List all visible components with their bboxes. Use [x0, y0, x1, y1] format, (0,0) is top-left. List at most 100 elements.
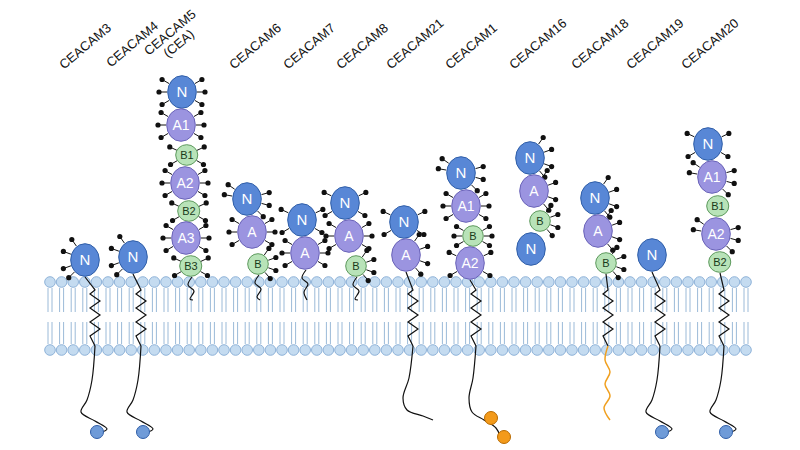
domain-ellipse	[584, 215, 613, 248]
glycan-dot	[685, 154, 690, 159]
lipid-tail	[516, 322, 517, 344]
lipid-tail	[48, 288, 49, 312]
lipid-tail	[516, 288, 517, 312]
glycan-dot	[732, 181, 737, 186]
protein-name: CEACAM16	[507, 16, 570, 72]
lipid-head	[277, 277, 288, 288]
glycan-dot	[549, 164, 554, 169]
lipid-tail	[342, 322, 343, 344]
protein-strand	[127, 346, 153, 433]
domain-ellipse	[172, 222, 201, 255]
lipid-tail	[63, 288, 64, 312]
lipid-head	[335, 345, 346, 356]
lipid-head	[149, 277, 160, 288]
lipid-tail	[365, 322, 366, 344]
glycan-dot	[279, 207, 284, 212]
lipid-tail	[168, 322, 169, 344]
glycan-dot	[487, 224, 492, 229]
glycan-dot	[326, 221, 331, 226]
protein-name: CEACAM1	[443, 21, 500, 72]
lipid-tail	[539, 288, 540, 312]
glycan-dot	[475, 188, 480, 193]
lipid-head	[230, 345, 241, 356]
lipid-head	[509, 345, 520, 356]
lipid-tail	[639, 288, 640, 312]
lipid-tail	[82, 322, 83, 344]
lipid-tail	[156, 322, 157, 344]
lipid-tail	[256, 322, 257, 344]
lipid-head	[706, 345, 717, 356]
glycan-dot	[155, 122, 160, 127]
glycan-dot	[109, 246, 114, 251]
lipid-tail	[632, 322, 633, 344]
glycan-dot	[486, 203, 491, 208]
domain-label: N	[446, 156, 476, 190]
lipid-tail	[121, 322, 122, 344]
lipid-tail	[233, 322, 234, 344]
lipid-head	[68, 345, 79, 356]
lipid-tail	[620, 322, 621, 344]
lipid-head	[253, 345, 264, 356]
a-domain: A	[391, 238, 421, 272]
lipid-tail	[272, 322, 273, 344]
glycan-dot	[443, 191, 448, 196]
glycan-dot	[203, 248, 208, 253]
lipid-tail	[574, 288, 575, 312]
lipid-tail	[226, 288, 227, 312]
lipid-tail	[709, 288, 710, 312]
lipid-head	[370, 277, 381, 288]
domain-label: A	[237, 215, 267, 249]
glycan-dot	[202, 89, 207, 94]
lipid-head	[590, 345, 601, 356]
lipid-tail	[597, 322, 598, 344]
glycan-dot	[555, 212, 560, 217]
glycan-dot	[322, 238, 327, 243]
lipid-head	[370, 345, 381, 356]
n-domain: N	[389, 205, 419, 239]
domain-label: A	[391, 238, 421, 272]
domain-ellipse	[238, 216, 267, 249]
domain-ellipse	[702, 218, 731, 251]
lipid-head	[486, 345, 497, 356]
glycan-dot	[203, 218, 208, 223]
lipid-head	[265, 345, 276, 356]
lipid-tail	[342, 288, 343, 312]
glycan-dot	[168, 162, 173, 167]
glycan-dot	[282, 238, 287, 243]
glycan-dot	[201, 122, 206, 127]
glycan-dot	[489, 233, 494, 238]
lipid-tail	[686, 288, 687, 312]
glycan-dot	[617, 237, 622, 242]
n-domain: N	[118, 240, 148, 274]
lipid-head	[161, 345, 172, 356]
glycan-dot	[617, 220, 622, 225]
lipid-tail	[655, 322, 656, 344]
lipid-tail	[570, 322, 571, 344]
lipid-head	[428, 277, 439, 288]
glycan-dot	[158, 135, 163, 140]
lipid-tail	[481, 288, 482, 312]
lipid-tail	[419, 322, 420, 344]
glycan-dot	[268, 276, 273, 281]
lipid-tail	[732, 322, 733, 344]
lipid-tail	[469, 288, 470, 312]
glycan-dot	[326, 246, 331, 251]
protein-strands	[81, 270, 736, 444]
lipid-head	[312, 345, 323, 356]
lipid-head	[428, 345, 439, 356]
glycan-dot	[691, 160, 696, 165]
lipid-tail	[249, 288, 250, 312]
lipid-head	[520, 345, 531, 356]
lipid-tail	[291, 322, 292, 344]
glycan-dot	[203, 223, 208, 228]
lipid-tail	[268, 322, 269, 344]
lipid-tail	[550, 288, 551, 312]
glycan-dot	[202, 144, 207, 149]
lipid-tail	[59, 322, 60, 344]
lipid-head	[149, 345, 160, 356]
glycan-dot	[205, 273, 210, 278]
lipid-tail	[666, 322, 667, 344]
glycan-dot	[454, 224, 459, 229]
lipid-tail	[86, 322, 87, 344]
lipid-head	[219, 277, 230, 288]
